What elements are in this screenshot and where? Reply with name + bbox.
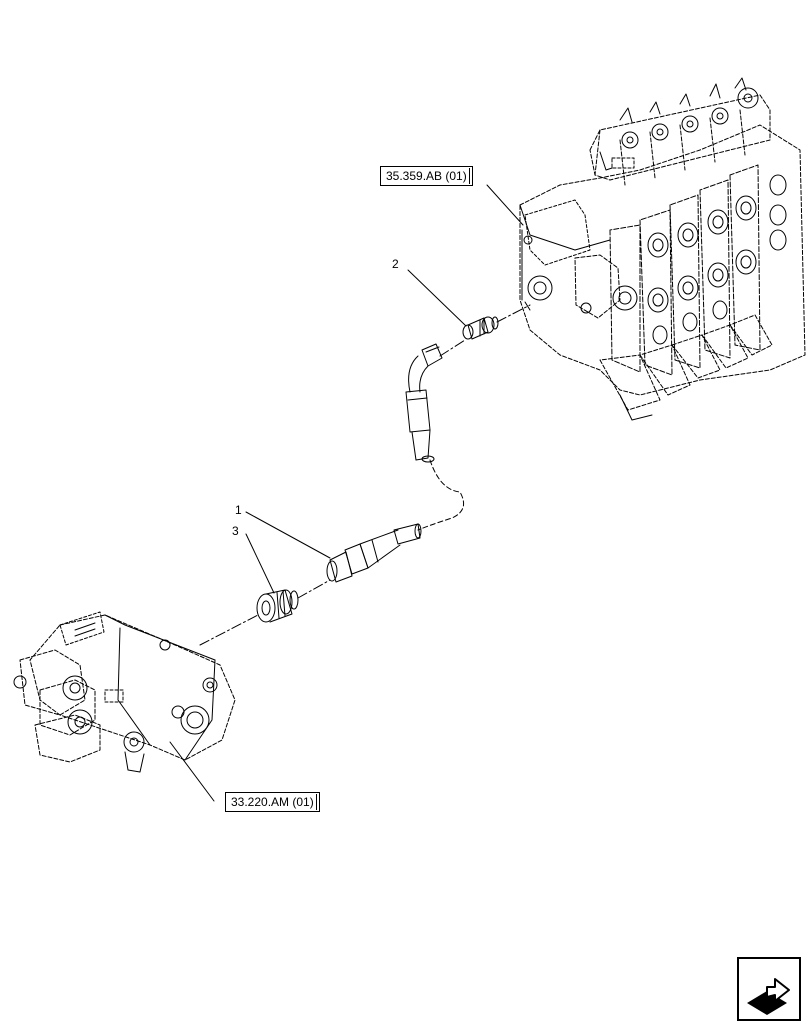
ref-lower-valve-block[interactable]: 33.220.AM (01)	[225, 792, 320, 812]
adapter-fitting-lower	[256, 589, 299, 623]
jump-arrow-button[interactable]	[737, 957, 801, 1021]
callout-item-2: 2	[392, 257, 399, 271]
jump-arrow-icon	[737, 957, 801, 1021]
assembly-centerlines	[199, 304, 531, 646]
lower-valve-block	[13, 611, 236, 773]
upper-control-valve	[519, 77, 806, 421]
leader-lines	[169, 184, 524, 802]
callout-item-1: 1	[235, 503, 242, 517]
hydraulic-hose-assembly	[326, 343, 465, 583]
exploded-parts-diagram	[13, 77, 806, 802]
callout-item-3: 3	[232, 524, 239, 538]
adapter-fitting-upper	[462, 316, 499, 340]
ref-upper-control-valve[interactable]: 35.359.AB (01)	[380, 166, 473, 186]
